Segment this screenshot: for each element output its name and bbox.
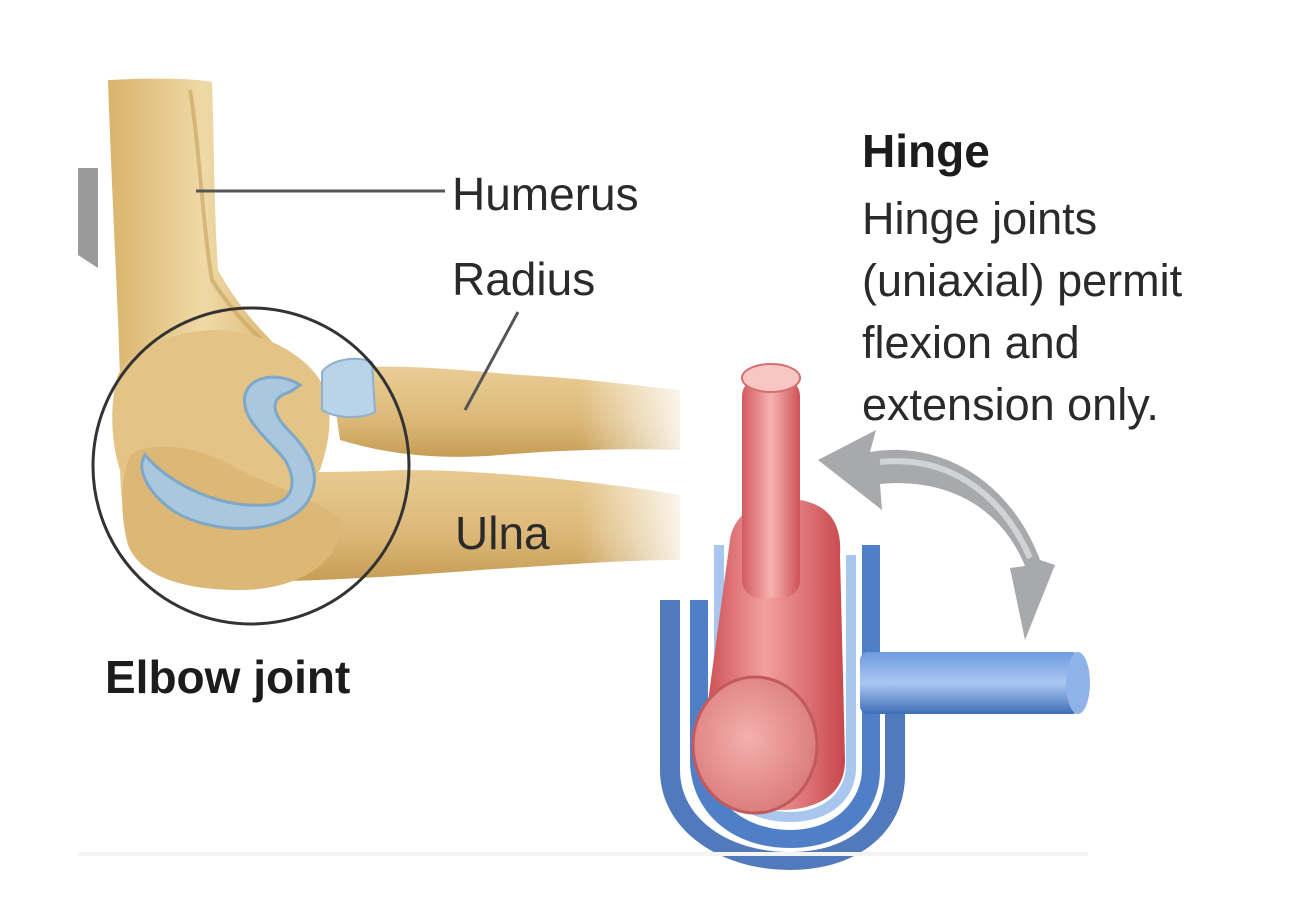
hinge-red-peg-top [741,363,801,393]
radius-leader-line [463,311,520,411]
hinge-title: Hinge [862,125,990,177]
bottom-crop-edge [78,852,1088,856]
cartilage-c-shape [140,375,316,530]
radius-label: Radius [452,253,596,305]
hinge-red-peg [742,378,800,598]
hinge-blue-channel-outer [690,545,880,848]
edge-wedge-shape [78,168,98,268]
forearm-fade [580,355,700,585]
radial-head-cartilage [321,357,377,418]
hinge-description: Hinge joints (uniaxial) permit flexion a… [862,193,1183,430]
hinge-blue-bar-end [1066,652,1090,714]
hinge-red-cylinder-cap [691,675,819,815]
elbow-joint-caption: Elbow joint [105,651,351,703]
humerus-shadow [188,89,264,342]
motion-arrow [818,430,1055,640]
hinge-blue-bar [860,652,1080,714]
elbow-highlight-circle [91,306,411,626]
humerus-label: Humerus [452,168,639,220]
ulna-label: Ulna [455,507,550,559]
motion-arrow-highlight [879,458,1033,560]
